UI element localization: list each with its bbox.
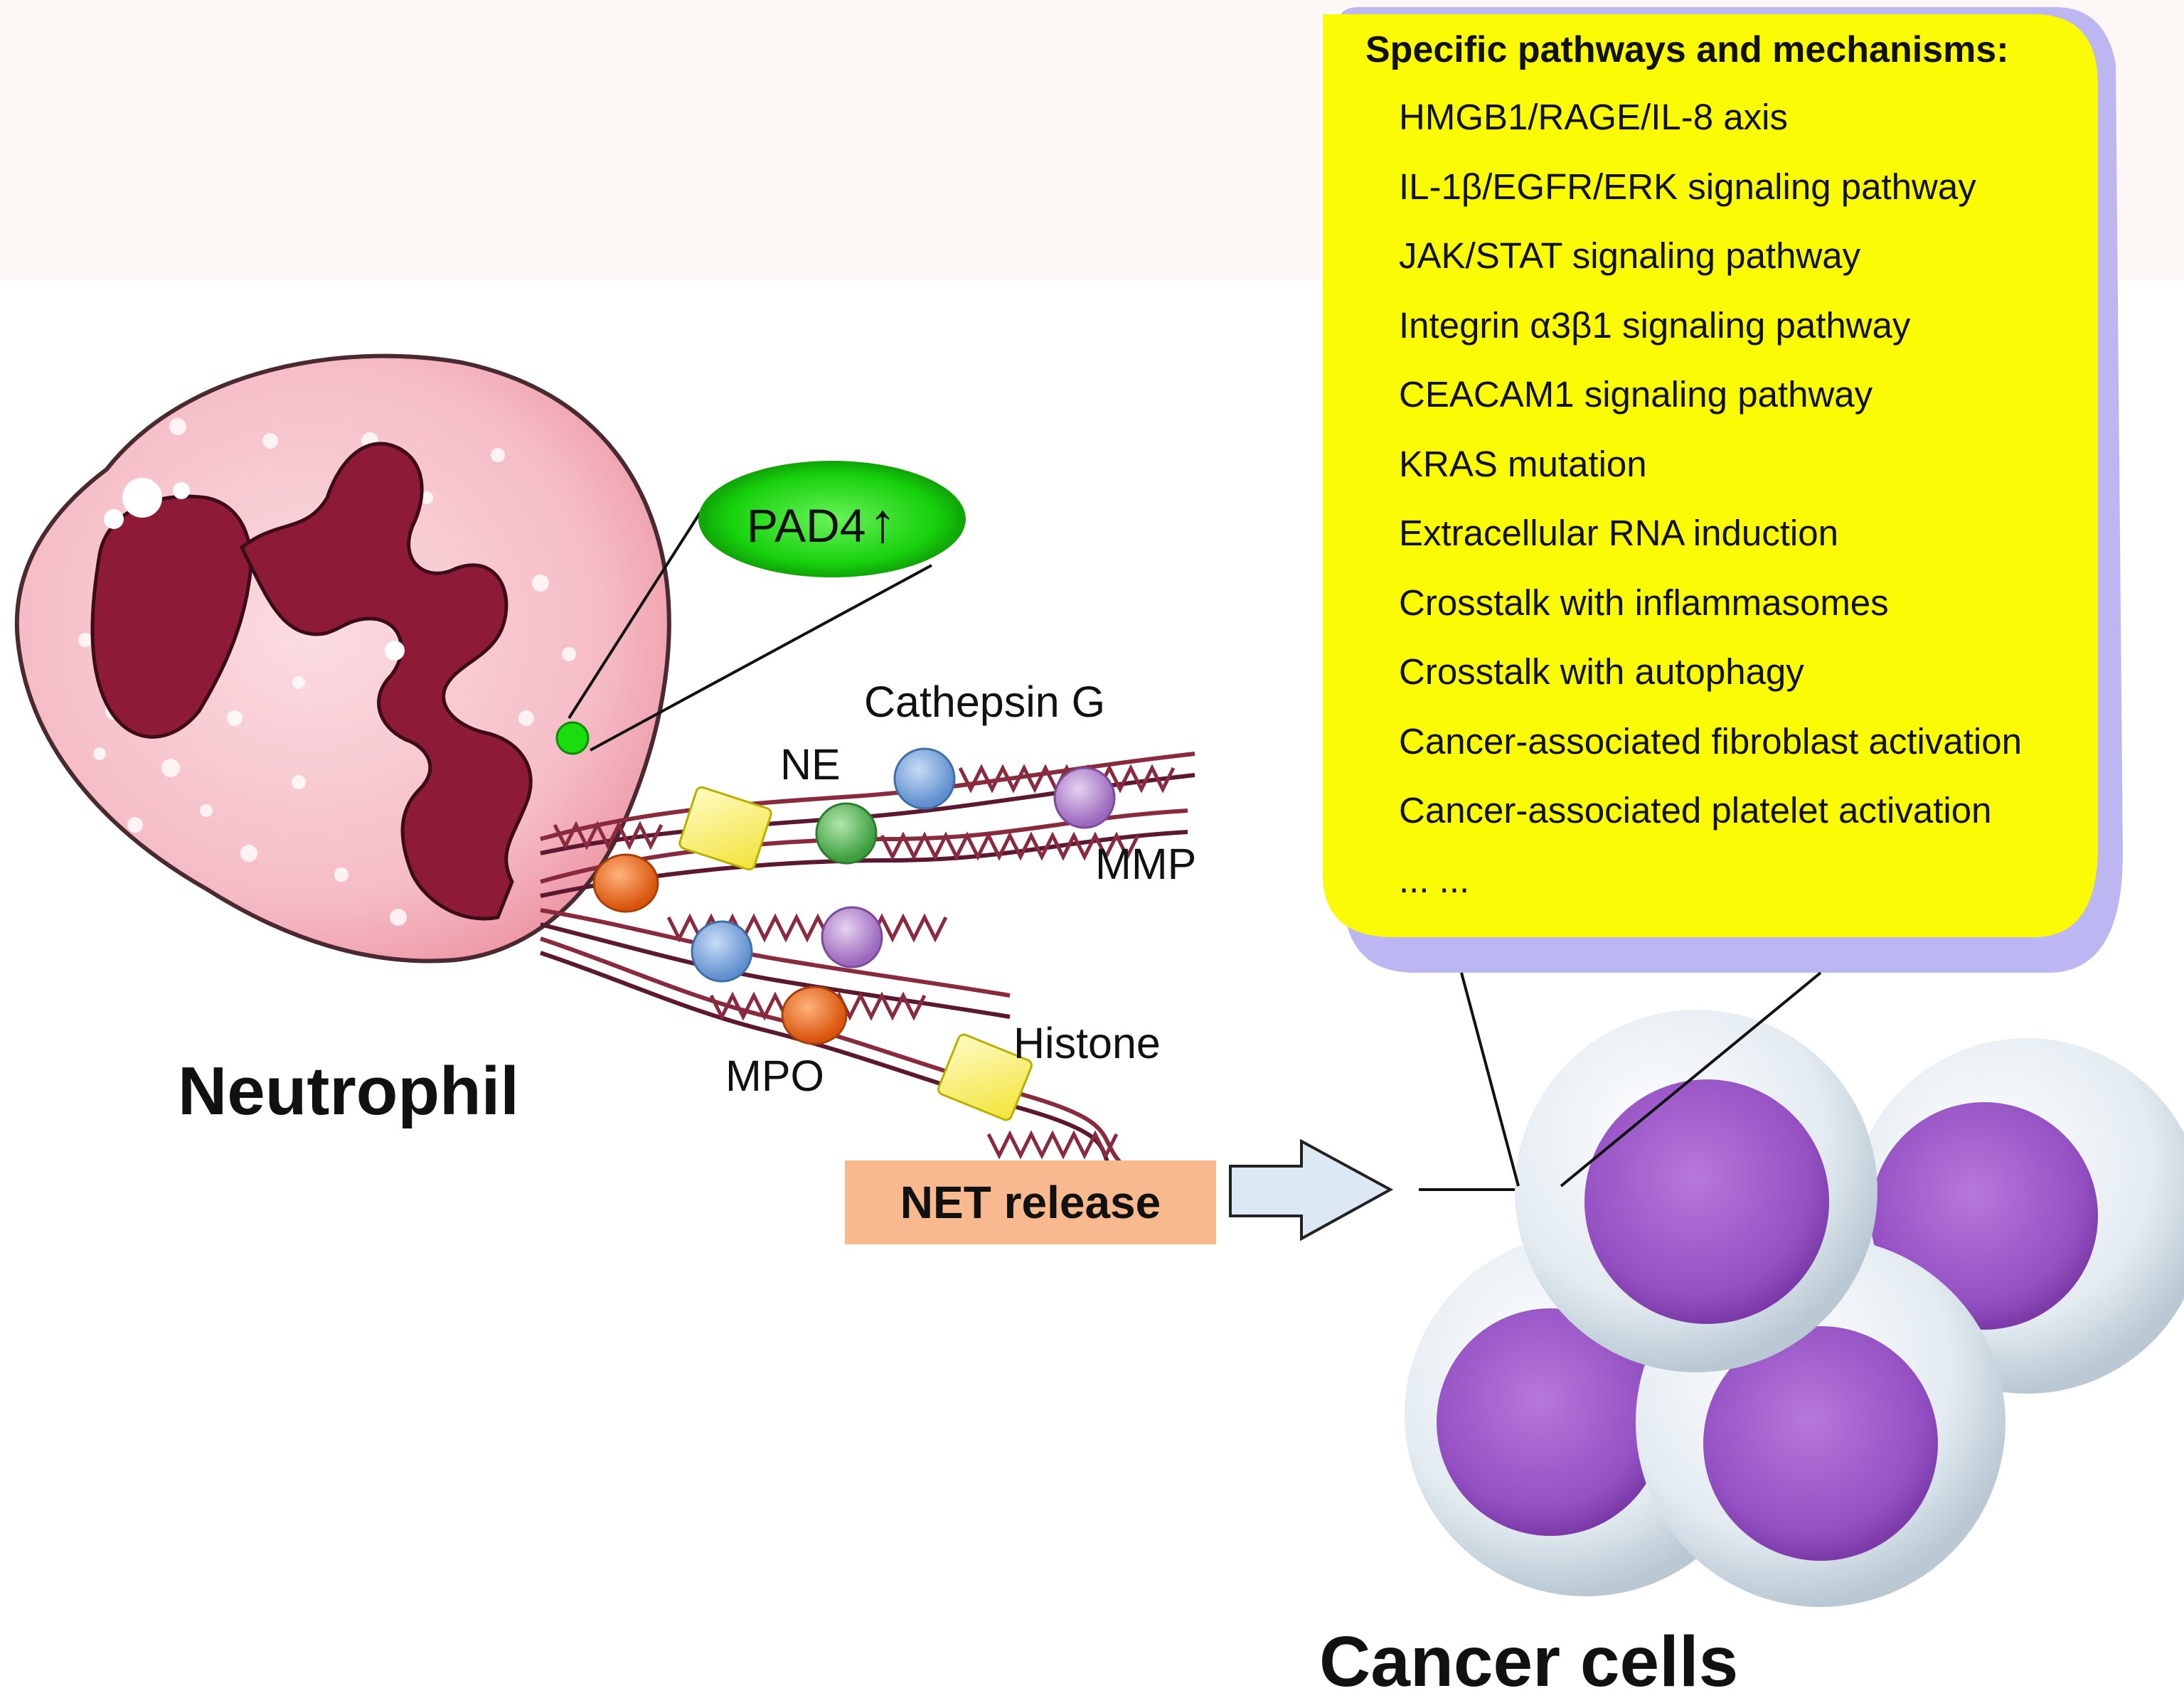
pad4-label: PAD4↑ — [747, 491, 897, 555]
pathways-panel-title: Specific pathways and mechanisms: — [1365, 29, 2009, 70]
cancer-cell — [1515, 1010, 1877, 1372]
mpo-protein — [592, 853, 659, 913]
up-arrow-icon: ↑ — [868, 491, 897, 554]
pathway-item: HMGB1/RAGE/IL-8 axis — [1399, 97, 1788, 137]
net-release-box: NET release — [845, 1160, 1216, 1244]
cathepsin-g-protein — [691, 920, 753, 983]
pathway-item: Cancer-associated platelet activation — [1399, 790, 1992, 831]
pathway-item: Cancer-associated fibroblast activation — [1399, 720, 2022, 762]
mmp-protein — [1053, 767, 1116, 829]
mmp-label: MMP — [1095, 840, 1197, 888]
cancer-cells-label: Cancer cells — [1319, 1622, 1739, 1702]
neutrophil-label: Neutrophil — [178, 1053, 519, 1129]
pad4-text: PAD4 — [747, 499, 866, 552]
net-release-label: NET release — [900, 1177, 1161, 1228]
pathway-item: IL-1β/EGFR/ERK signaling pathway — [1399, 166, 1976, 207]
ne-label: NE — [780, 740, 841, 789]
pad4-granule — [555, 721, 590, 755]
block-arrow — [1229, 1138, 1394, 1242]
pathway-item: Extracellular RNA induction — [1399, 513, 1838, 553]
cathepsin-g-protein — [893, 747, 956, 810]
pad4-callout-line — [590, 564, 932, 752]
pathway-item: Integrin α3β1 signaling pathway — [1399, 304, 1911, 346]
histone-protein — [678, 786, 772, 871]
nucleus-highlights — [104, 478, 405, 661]
pathway-item: Crosstalk with autophagy — [1399, 651, 1804, 692]
panel-callout-line — [1560, 971, 1822, 1187]
pathway-item: JAK/STAT signaling pathway — [1399, 235, 1861, 276]
neutrophil-nucleus — [90, 442, 533, 921]
mmp-protein — [821, 906, 883, 968]
pad4-ellipse — [698, 461, 966, 577]
ne-protein — [815, 802, 878, 865]
mpo-label: MPO — [725, 1052, 824, 1100]
pathway-item: ... ... — [1399, 859, 1470, 900]
panel-callout-line — [1460, 972, 1520, 1187]
pathway-item: CEACAM1 signaling pathway — [1399, 374, 1873, 415]
pad4-callout-line — [568, 511, 702, 720]
pathway-item: KRAS mutation — [1399, 443, 1647, 484]
histone-protein — [937, 1033, 1033, 1121]
cathepsin-g-label: Cathepsin G — [864, 678, 1106, 726]
histone-label: Histone — [1013, 1019, 1161, 1067]
pathway-item: Crosstalk with inflammasomes — [1399, 582, 1889, 623]
pathways-panel — [1323, 14, 2098, 937]
mpo-protein — [781, 986, 848, 1045]
